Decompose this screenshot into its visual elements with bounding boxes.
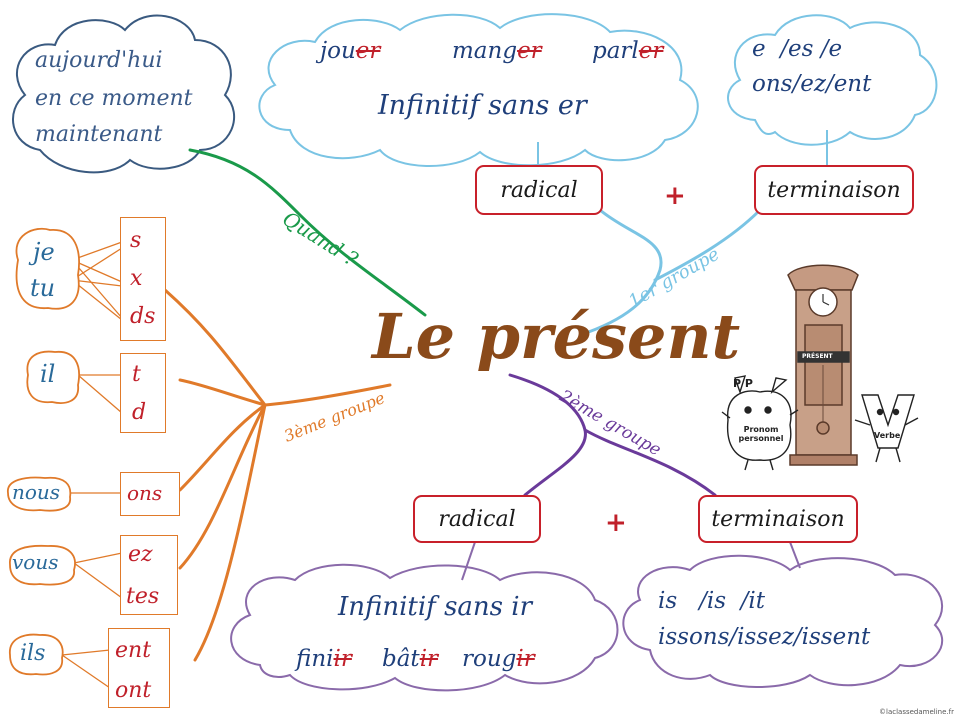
branch-groupe1-b <box>653 208 762 282</box>
g1-verb-parler: parler <box>592 38 664 64</box>
pronoun-ils: ils <box>20 641 46 666</box>
pronom-label: Pronom personnel <box>738 425 784 444</box>
endings-box-vous <box>120 535 178 615</box>
pronoun-je: je <box>33 238 55 266</box>
quand-word-1: aujourd'hui <box>35 48 163 73</box>
endings-box-il <box>120 353 166 433</box>
quand-word-2: en ce moment <box>35 86 193 111</box>
g1-radical-box: radical <box>475 165 603 215</box>
cloud-groupe1-terminaisons <box>727 14 938 146</box>
ending-x: x <box>130 266 143 291</box>
g1-endings-line2: ons/ez/ent <box>752 71 872 97</box>
ending-ons: ons <box>127 481 163 505</box>
cloud-groupe1-infinitif <box>258 13 699 168</box>
pronoun-tu: tu <box>30 274 56 302</box>
ending-ont: ont <box>115 678 152 703</box>
ending-tes: tes <box>126 584 160 609</box>
g1-terminaison-box: terminaison <box>754 165 914 215</box>
branch-groupe1 <box>578 208 663 337</box>
pronoun-il: il <box>40 360 56 388</box>
ending-s: s <box>130 228 142 253</box>
verbe-mascot <box>854 394 919 463</box>
ending-t: t <box>132 362 141 387</box>
g1-endings-line1: e /es /e <box>752 36 843 62</box>
clock-sign: PRÉSENT <box>802 353 833 360</box>
clock-illustration <box>787 264 859 466</box>
g1-verb-jouer: jouer <box>320 38 381 64</box>
pronoun-nous: nous <box>12 480 61 504</box>
g2-endings-line1: is /is /it <box>658 588 765 614</box>
ending-ez: ez <box>128 542 153 567</box>
ending-ds: ds <box>130 304 156 329</box>
g2-radical-box: radical <box>413 495 541 543</box>
quand-word-3: maintenant <box>35 122 163 147</box>
ending-ent: ent <box>115 638 152 663</box>
branch-groupe2-b <box>583 428 717 497</box>
link-radical2-cloud <box>461 541 476 581</box>
pronoun-vous: vous <box>12 550 59 574</box>
ending-d: d <box>132 400 147 425</box>
g2-verb-finir: finiir <box>296 646 352 672</box>
pronom-letters: P P <box>733 377 753 390</box>
link-term2-cloud <box>789 541 801 569</box>
page-title: Le présent <box>372 300 741 373</box>
g2-cloud-title: Infinitif sans ir <box>338 592 533 622</box>
cloud-groupe2-infinitif <box>230 563 619 692</box>
pronoun-connectors <box>61 241 123 689</box>
cloud-groupe2-terminaisons <box>622 554 944 688</box>
branch-quand <box>188 148 427 317</box>
g1-cloud-title: Infinitif sans er <box>378 90 587 121</box>
g2-endings-line2: issons/issez/issent <box>658 624 871 650</box>
g2-terminaison-box: terminaison <box>698 495 858 543</box>
g2-verb-rougir: rougir <box>462 646 535 672</box>
verbe-label: Verbe <box>874 431 901 440</box>
pronoun-ovals <box>7 227 80 676</box>
endings-box-nous <box>120 472 180 516</box>
g2-verb-batir: bâtir <box>382 646 439 672</box>
g1-plus: + <box>664 181 686 211</box>
g1-verb-manger: manger <box>452 38 542 64</box>
branch-groupe3 <box>163 288 392 662</box>
g2-plus: + <box>605 508 627 538</box>
cloud-quand <box>12 14 236 174</box>
pronom-mascot <box>721 375 799 471</box>
endings-box-jetu <box>120 217 166 341</box>
endings-box-ils <box>108 628 170 708</box>
credit: ©laclassedameline.fr <box>879 708 954 716</box>
